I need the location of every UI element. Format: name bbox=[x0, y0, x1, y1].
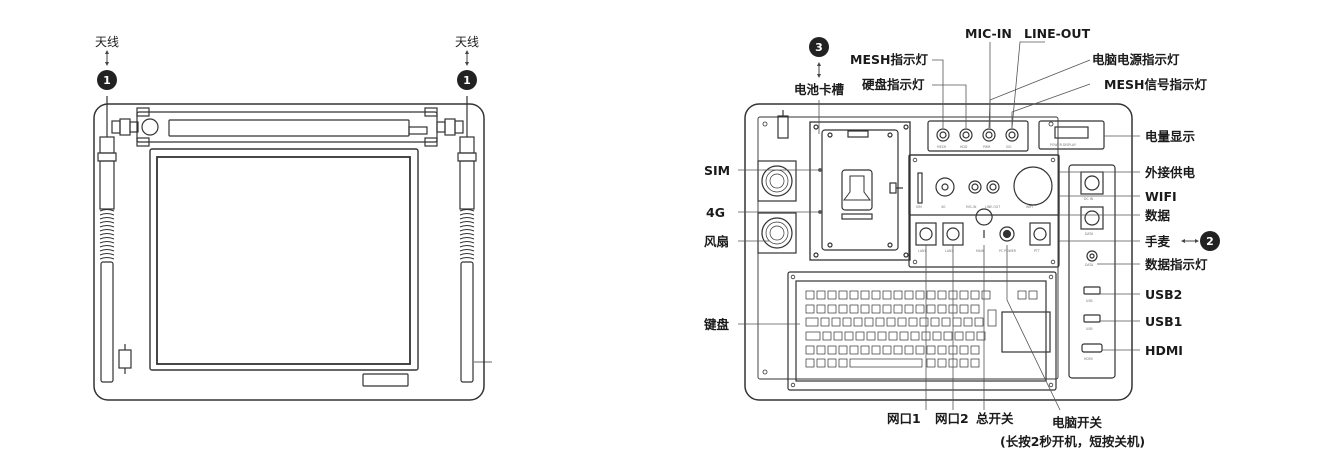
touchpad bbox=[1001, 311, 1051, 353]
svg-text:WIFI: WIFI bbox=[1026, 205, 1033, 209]
label-battery-display: 电量显示 bbox=[1145, 129, 1196, 144]
label-main-switch: 总开关 bbox=[976, 411, 1014, 426]
svg-text:LAN1: LAN1 bbox=[918, 249, 926, 253]
svg-text:HDMI: HDMI bbox=[1084, 357, 1093, 361]
left-antenna-connector bbox=[111, 118, 139, 136]
label-data-indicator: 数据指示灯 bbox=[1144, 257, 1208, 272]
antenna-left-label: 天线 bbox=[95, 35, 119, 49]
battery-compartment bbox=[809, 121, 911, 261]
label-data: 数据 bbox=[1144, 208, 1171, 223]
screen bbox=[156, 156, 411, 365]
svg-text:HDD: HDD bbox=[960, 145, 968, 149]
left-antenna bbox=[97, 96, 117, 383]
badge-1-right bbox=[457, 70, 477, 90]
label-wifi: WIFI bbox=[1145, 189, 1177, 204]
svg-text:DC IN: DC IN bbox=[1084, 197, 1094, 201]
label-keyboard: 键盘 bbox=[703, 317, 730, 332]
label-pc-power-indicator: 电脑电源指示灯 bbox=[1092, 52, 1180, 67]
svg-text:DATA: DATA bbox=[1085, 232, 1094, 236]
svg-text:USB: USB bbox=[1086, 299, 1093, 303]
label-battery-slot: 电池卡槽 bbox=[794, 82, 845, 97]
svg-text:MAIN: MAIN bbox=[976, 249, 985, 253]
label-external-power: 外接供电 bbox=[1144, 165, 1196, 180]
right-antenna bbox=[457, 96, 492, 383]
panel-micro-legends: MESH HDD PWR SIG POWER DISPLAY SIM 4G MIC-IN L… bbox=[916, 143, 1094, 361]
panel-case-outline bbox=[744, 103, 1133, 401]
bottom-slot bbox=[362, 373, 409, 387]
side-connector-column bbox=[1068, 164, 1116, 379]
badge-1-right-text: 1 bbox=[463, 74, 471, 87]
label-hdmi: HDMI bbox=[1145, 343, 1183, 358]
antenna-right-label: 天线 bbox=[455, 35, 479, 49]
latch bbox=[118, 349, 132, 369]
label-lan2: 网口2 bbox=[935, 411, 969, 426]
svg-text:POWER DISPLAY: POWER DISPLAY bbox=[1050, 143, 1076, 147]
label-mesh-indicator: MESH指示灯 bbox=[850, 52, 928, 67]
indicator-strip bbox=[927, 120, 1029, 152]
svg-text:PC POWER: PC POWER bbox=[999, 249, 1017, 253]
badge-3 bbox=[809, 37, 829, 57]
svg-text:PTT: PTT bbox=[1034, 249, 1040, 253]
label-usb2: USB2 bbox=[1145, 287, 1182, 302]
label-pc-switch-note: (长按2秒开机，短按关机) bbox=[1000, 434, 1145, 449]
label-lan1: 网口1 bbox=[887, 411, 921, 426]
label-hdd-indicator: 硬盘指示灯 bbox=[862, 77, 925, 92]
left-top-strip bbox=[136, 111, 438, 143]
right-panel-view bbox=[744, 103, 1133, 401]
label-handset: 手麦 bbox=[1145, 234, 1171, 249]
fan-upper bbox=[757, 160, 797, 202]
svg-text:MIC-IN: MIC-IN bbox=[966, 205, 977, 209]
right-antenna-connector bbox=[436, 118, 464, 136]
label-mic-in: MIC-IN bbox=[965, 26, 1012, 41]
left-round-cap bbox=[141, 118, 159, 136]
svg-text:USB: USB bbox=[1086, 327, 1093, 331]
svg-text:SIM: SIM bbox=[916, 205, 922, 209]
label-mesh-signal-indicator: MESH信号指示灯 bbox=[1104, 77, 1207, 92]
badge-2-text: 2 bbox=[1206, 235, 1214, 248]
label-pc-switch: 电脑开关 bbox=[1052, 415, 1103, 430]
label-sim: SIM bbox=[704, 163, 730, 178]
svg-text:MESH: MESH bbox=[937, 145, 947, 149]
label-line-out: LINE-OUT bbox=[1024, 26, 1091, 41]
svg-text:PWR: PWR bbox=[983, 145, 991, 149]
svg-text:DATA: DATA bbox=[1085, 263, 1094, 267]
badge-1-left-text: 1 bbox=[103, 74, 111, 87]
battery-display-box bbox=[1038, 120, 1105, 150]
fan-lower bbox=[757, 212, 797, 254]
badge-3-text: 3 bbox=[815, 41, 823, 54]
label-usb1: USB1 bbox=[1145, 314, 1182, 329]
keyboard-area bbox=[787, 271, 1057, 391]
leader-lines bbox=[738, 41, 1140, 411]
svg-text:SIG: SIG bbox=[1006, 145, 1012, 149]
label-fan: 风扇 bbox=[704, 234, 729, 249]
left-case-outline bbox=[93, 103, 485, 401]
label-4g: 4G bbox=[706, 205, 725, 220]
badge-1-left bbox=[97, 70, 117, 90]
left-front-view bbox=[93, 96, 492, 401]
badge-2 bbox=[1200, 231, 1220, 251]
svg-text:LAN2: LAN2 bbox=[945, 249, 953, 253]
svg-text:4G: 4G bbox=[941, 205, 946, 209]
left-top-slot bbox=[168, 119, 410, 137]
svg-text:LINE-OUT: LINE-OUT bbox=[985, 205, 1000, 209]
screen-bezel bbox=[149, 148, 419, 371]
